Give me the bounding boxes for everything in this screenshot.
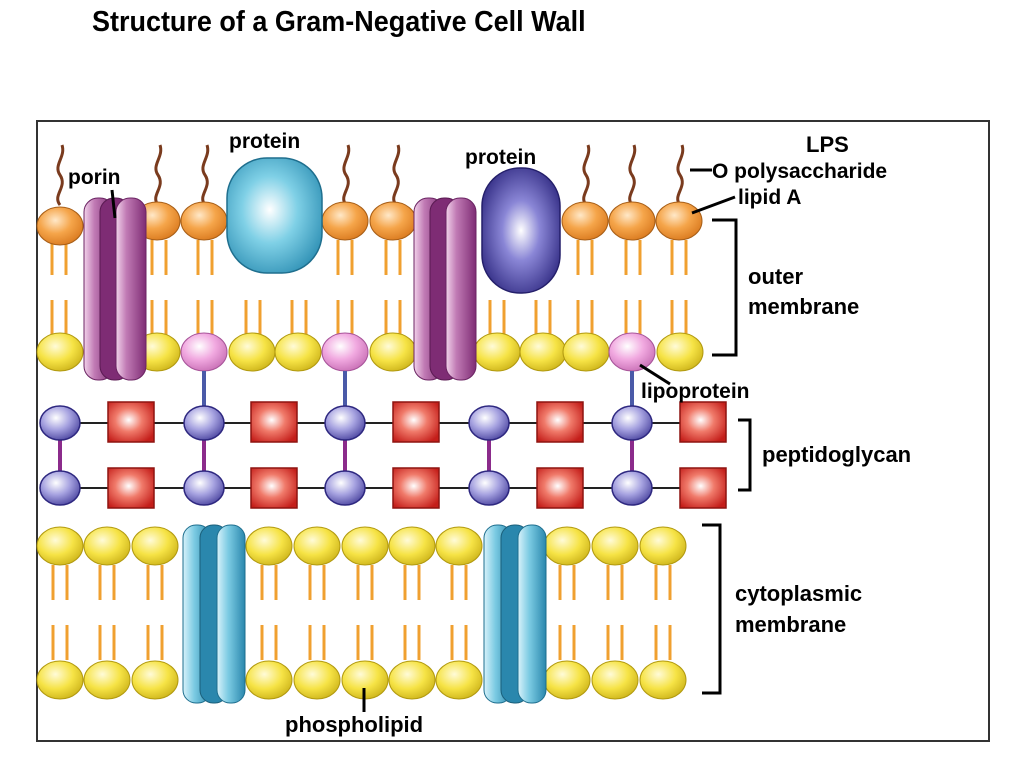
outer-membrane bbox=[36, 144, 704, 381]
o-polysaccharide-chain bbox=[628, 144, 637, 206]
lipoprotein-head bbox=[608, 332, 656, 372]
phospholipid-head bbox=[341, 526, 389, 566]
glycan-strands bbox=[60, 422, 704, 489]
phospholipid-head bbox=[656, 332, 704, 372]
porin-label: porin bbox=[68, 166, 121, 189]
protein-left-label: protein bbox=[229, 130, 300, 153]
lipoprotein-links bbox=[202, 371, 634, 408]
nag-sugars bbox=[39, 405, 653, 506]
protein-right-label: protein bbox=[465, 146, 536, 169]
o-polysaccharide-chain bbox=[342, 144, 351, 206]
phospholipid-head bbox=[388, 660, 436, 700]
outer-membrane-bracket bbox=[712, 218, 738, 357]
slide-title: Structure of a Gram-Negative Cell Wall bbox=[92, 6, 586, 38]
lps-head bbox=[561, 201, 609, 241]
phospholipid-head bbox=[245, 660, 293, 700]
peptidoglycan-label: peptidoglycan bbox=[762, 442, 911, 467]
protein-cyan bbox=[226, 157, 323, 274]
o-polysaccharide-chain bbox=[154, 144, 163, 206]
phospholipid-head bbox=[36, 526, 84, 566]
lipoprotein-heads bbox=[180, 332, 656, 372]
lps-head bbox=[36, 206, 84, 246]
o-polysaccharide-chain bbox=[201, 144, 210, 206]
lps-head bbox=[180, 201, 228, 241]
o-polysaccharide-chain bbox=[392, 144, 401, 206]
phospholipid-head bbox=[543, 660, 591, 700]
phospholipid-head bbox=[591, 660, 639, 700]
outer-membrane-label-line2: membrane bbox=[748, 294, 859, 319]
phospholipid-head bbox=[435, 660, 483, 700]
channel-protein-left bbox=[182, 524, 246, 704]
lipid-a-pointer bbox=[691, 195, 736, 215]
phospholipid-head bbox=[543, 526, 591, 566]
phospholipid-head bbox=[591, 526, 639, 566]
phospholipid-head bbox=[228, 332, 276, 372]
lipoprotein-head bbox=[321, 332, 369, 372]
leader-lines bbox=[110, 168, 752, 712]
o-polysaccharide-chains bbox=[56, 144, 685, 206]
lps-head bbox=[369, 201, 417, 241]
phospholipid-head bbox=[36, 332, 84, 372]
phospholipid-head bbox=[369, 332, 417, 372]
cytoplasmic-membrane-label-line1: cytoplasmic bbox=[735, 581, 862, 606]
phospholipid-head bbox=[562, 332, 610, 372]
peptidoglycan-layer bbox=[39, 371, 727, 509]
lps-label: LPS bbox=[806, 132, 849, 157]
cytoplasmic-membrane bbox=[36, 524, 687, 704]
phospholipid-head bbox=[639, 526, 687, 566]
porin-right bbox=[413, 197, 477, 381]
lipoprotein-pointer bbox=[639, 363, 671, 386]
lipoprotein-label: lipoprotein bbox=[641, 380, 750, 403]
protein-purple bbox=[481, 167, 561, 294]
o-polysaccharide-chain bbox=[56, 144, 65, 206]
lps-head bbox=[608, 201, 656, 241]
phospholipid-head bbox=[435, 526, 483, 566]
phospholipid-label: phospholipid bbox=[285, 712, 423, 737]
phospholipid-head bbox=[639, 660, 687, 700]
o-polysaccharide-chain bbox=[582, 144, 591, 206]
outer-membrane-tails bbox=[50, 240, 688, 335]
porin-pointer bbox=[110, 189, 117, 219]
outer-membrane-label-line1: outer bbox=[748, 264, 803, 289]
phospholipid-head bbox=[245, 526, 293, 566]
cytoplasmic-tails bbox=[51, 565, 672, 660]
phospholipid-head bbox=[473, 332, 521, 372]
o-polysaccharide-label: O polysaccharide bbox=[712, 160, 887, 183]
phospholipid-head bbox=[83, 526, 131, 566]
cytoplasmic-heads bbox=[36, 526, 687, 700]
cytoplasmic-membrane-label-line2: membrane bbox=[735, 612, 846, 637]
phospholipid-head bbox=[293, 526, 341, 566]
phospholipid-head bbox=[274, 332, 322, 372]
phospholipid-head bbox=[131, 660, 179, 700]
phospholipid-head bbox=[519, 332, 567, 372]
porin-left bbox=[83, 197, 147, 381]
lipid-a-label: lipid A bbox=[738, 186, 801, 209]
phospholipid-head bbox=[131, 526, 179, 566]
lps-head bbox=[655, 201, 703, 241]
o-polysaccharide-chain bbox=[676, 144, 685, 206]
peptidoglycan-bracket bbox=[738, 418, 752, 492]
phospholipid-head bbox=[293, 660, 341, 700]
nam-sugars bbox=[107, 401, 727, 509]
phospholipid-head bbox=[83, 660, 131, 700]
cytoplasmic-membrane-bracket bbox=[702, 523, 722, 695]
channel-protein-right bbox=[483, 524, 547, 704]
lipoprotein-head bbox=[180, 332, 228, 372]
phospholipid-head bbox=[36, 660, 84, 700]
lps-head bbox=[321, 201, 369, 241]
phospholipid-head bbox=[388, 526, 436, 566]
